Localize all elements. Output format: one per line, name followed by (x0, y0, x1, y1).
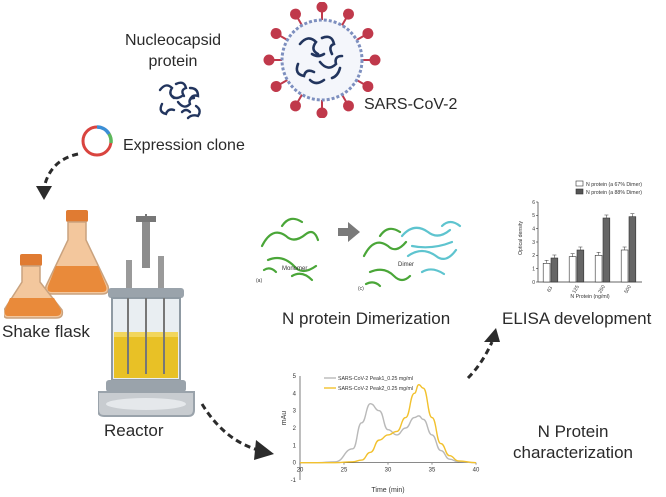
chrom-x-tick-label: 30 (385, 468, 392, 474)
elisa-y-tick-label: 5 (532, 213, 535, 219)
elisa-legend-swatch-2 (575, 188, 584, 195)
expression-clone-label: Expression clone (123, 137, 245, 154)
elisa-x-tick-label: 250 (597, 284, 606, 294)
dashed-arrow-reactor-to-chromatogram (200, 403, 274, 460)
chrom-x-tick-label: 40 (473, 468, 480, 474)
monomer-label: Monomer (282, 266, 307, 272)
elisa-y-tick-label: 0 (532, 280, 535, 286)
elisa-bar-series1 (542, 263, 551, 283)
protein-dimerization-figure: (a) Monomer (c) Dimer (256, 217, 462, 292)
elisa-y-tick-label: 4 (532, 226, 535, 232)
elisa-bar-series2 (550, 257, 559, 283)
elisa-x-axis-label: N Protein (ng/ml) (570, 294, 609, 300)
elisa-y-tick-label: 6 (532, 200, 535, 206)
dimer-structure-green (362, 227, 412, 288)
elisa-bar-series2 (576, 249, 585, 283)
monomer-structure (260, 217, 320, 282)
chromatogram-line-chart: mAu Time (min) SARS-CoV-2 Peak1_0.25 mg/… (281, 374, 480, 494)
elisa-legend: N protein (a 67% Dimer) N protein (a 88%… (575, 180, 642, 196)
elisa-label: ELISA development (502, 309, 652, 328)
panel-a-label: (a) (256, 278, 262, 284)
elisa-y-tick-label: 3 (532, 240, 535, 246)
elisa-x-tick-label: 125 (571, 284, 580, 294)
characterization-label: N Protein characterization (512, 422, 633, 462)
elisa-bar-series2 (602, 217, 611, 283)
chrom-y-axis-label: mAu (281, 411, 288, 426)
chrom-legend: SARS-CoV-2 Peak1_0.25 mg/ml SARS-CoV-2 P… (324, 376, 413, 392)
chrom-y-tick-label: 5 (293, 374, 297, 380)
elisa-y-tick-label: 2 (532, 253, 535, 259)
elisa-legend-entry-1: N protein (a 67% Dimer) (586, 182, 642, 188)
shake-flask-icon (4, 210, 110, 319)
chrom-y-tick-label: 4 (293, 391, 297, 397)
sars-cov-2-virus-icon (263, 2, 381, 118)
chrom-x-tick-label: 20 (297, 468, 304, 474)
elisa-bar-chart: N protein (a 67% Dimer) N protein (a 88%… (518, 180, 642, 300)
dimerization-arrow-icon (338, 222, 360, 242)
elisa-bar-series1 (594, 255, 603, 283)
chrom-y-tick-label: 0 (293, 461, 297, 467)
chrom-x-tick-label: 25 (341, 468, 348, 474)
nucleocapsid-protein-icon (158, 81, 201, 120)
dimer-structure-cyan (400, 220, 462, 276)
chrom-x-tick-label: 35 (429, 468, 436, 474)
chrom-y-tick-label: -1 (291, 478, 297, 484)
elisa-y-tick-label: 1 (532, 266, 535, 272)
elisa-y-axis-label: Optical density (518, 221, 524, 255)
elisa-x-tick-label: 63 (546, 285, 554, 293)
panel-b-label: (c) (358, 286, 364, 292)
elisa-bar-series1 (568, 256, 577, 283)
elisa-legend-entry-2: N protein (a 88% Dimer) (586, 190, 642, 196)
chrom-legend-entry-1: SARS-CoV-2 Peak1_0.25 mg/ml (338, 376, 413, 382)
reactor-label: Reactor (104, 421, 164, 440)
dashed-arrow-characterization-to-elisa (466, 328, 500, 380)
plasmid-icon (81, 125, 113, 157)
chrom-series-line-1 (300, 403, 477, 464)
chrom-x-axis-label: Time (min) (371, 487, 404, 494)
shake-flask-label: Shake flask (2, 322, 90, 341)
elisa-x-tick-label: 500 (623, 284, 632, 294)
bioreactor-icon (98, 214, 195, 417)
sars-cov-2-label: SARS-CoV-2 (364, 96, 458, 113)
chrom-y-tick-label: 3 (293, 409, 297, 415)
chrom-y-tick-label: 2 (293, 426, 297, 432)
chrom-y-tick-label: 1 (293, 443, 297, 449)
chrom-legend-entry-2: SARS-CoV-2 Peak2_0.25 mg/ml (338, 386, 413, 392)
dimerization-label: N protein Dimerization (282, 309, 451, 328)
dashed-arrow-clone-to-flask (36, 152, 79, 200)
chrom-series-line-2 (300, 383, 477, 464)
elisa-legend-swatch-1 (575, 180, 584, 187)
dimer-label: Dimer (398, 262, 414, 268)
elisa-bar-series2 (628, 216, 637, 283)
nucleocapsid-label: Nucleocapsid protein (124, 32, 222, 70)
elisa-bar-series1 (620, 249, 629, 283)
